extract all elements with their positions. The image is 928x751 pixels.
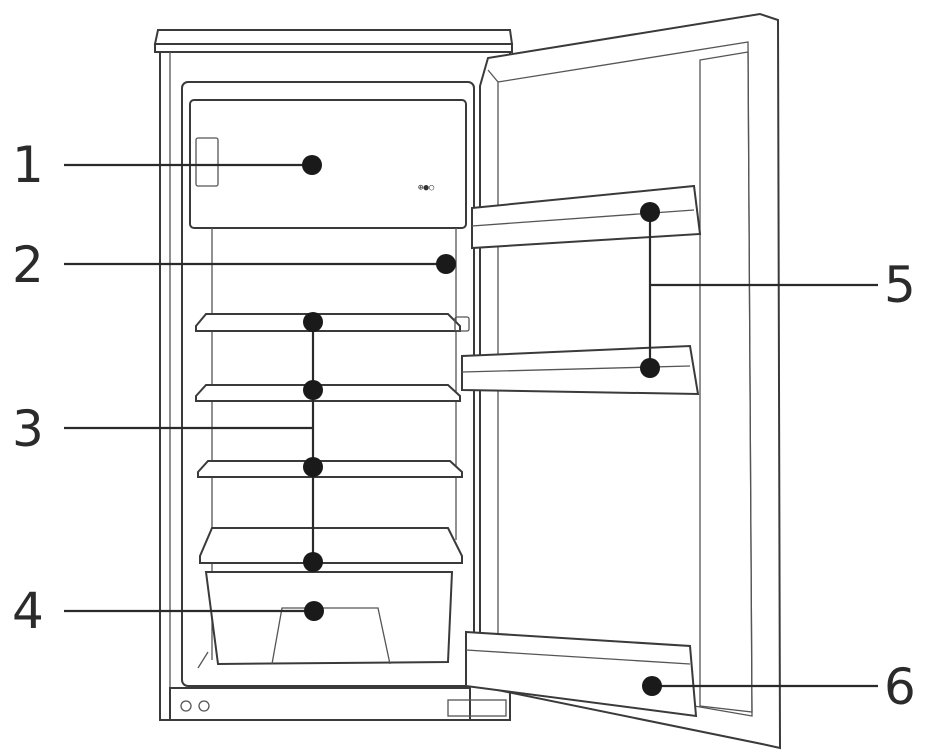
callout-lines xyxy=(64,163,878,688)
light-dot xyxy=(436,254,456,274)
door-balconies xyxy=(461,184,702,396)
callout-label-3: 3 xyxy=(12,400,44,458)
callout-label-6: 6 xyxy=(884,658,916,716)
freezer-badge: ⊕●○ xyxy=(418,183,435,193)
bottle-rack-dot xyxy=(642,676,662,696)
vegetable-crisper xyxy=(197,571,454,669)
crisper-dot xyxy=(304,601,324,621)
door-rack-dot xyxy=(640,358,660,378)
bottle-rack xyxy=(447,630,698,718)
glass-shelves xyxy=(195,313,463,564)
shelf-dot xyxy=(303,457,323,477)
shelf-dot xyxy=(303,312,323,332)
callout-label-1: 1 xyxy=(12,136,44,194)
callout-dots xyxy=(302,155,662,696)
callout-label-4: 4 xyxy=(12,582,44,640)
freezer-dot xyxy=(302,155,322,175)
shelf-dot xyxy=(303,380,323,400)
shelf-dot xyxy=(303,552,323,572)
callout-label-2: 2 xyxy=(12,236,44,294)
callout-labels: 1 2 3 4 5 6 xyxy=(12,136,916,716)
callout-label-5: 5 xyxy=(884,256,916,314)
door-rack-dot xyxy=(640,202,660,222)
